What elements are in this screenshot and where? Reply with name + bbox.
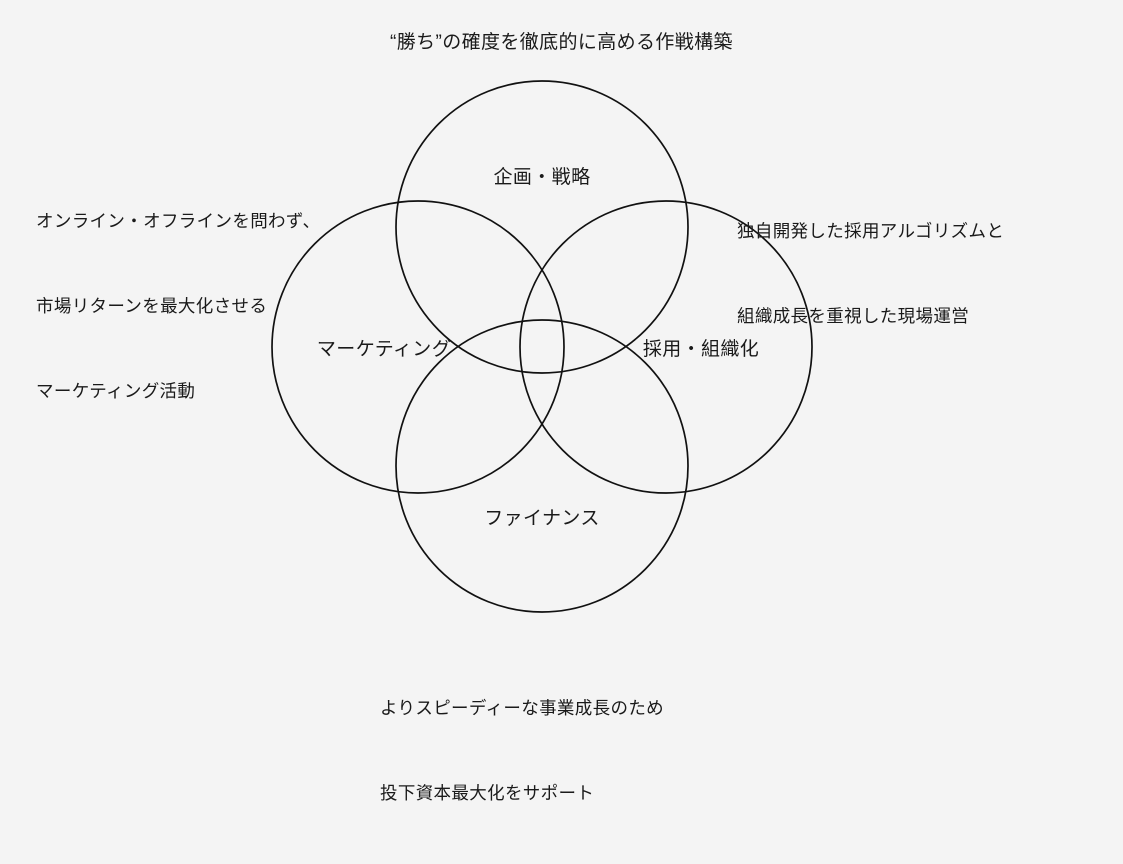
circle-planning-strategy bbox=[395, 80, 689, 374]
circle-finance bbox=[395, 319, 689, 613]
circle-recruiting-organization bbox=[519, 200, 813, 494]
venn-circles-group bbox=[271, 80, 813, 613]
annotation-finance: よりスピーディーな事業成長のため 投下資本最大化をサポート bbox=[380, 637, 664, 864]
diagram-title: “勝ち”の確度を徹底的に高める作戦構築 bbox=[390, 32, 733, 53]
annotation-marketing-line-3: マーケティング活動 bbox=[36, 380, 196, 401]
venn-diagram-canvas: “勝ち”の確度を徹底的に高める作戦構築 企画・戦略 マーケティング 採用・組織化… bbox=[36, 32, 1004, 803]
annotation-marketing-line-1: オンライン・オフラインを問わず、 bbox=[36, 210, 321, 231]
annotation-recruiting: 独自開発した採用アルゴリズムと 組織成長を重視した現場運営 bbox=[737, 160, 1004, 387]
annotation-recruiting-line-2: 組織成長を重視した現場運営 bbox=[737, 305, 970, 326]
annotation-finance-line-2: 投下資本最大化をサポート bbox=[380, 782, 595, 803]
circle-label-finance: ファイナンス bbox=[484, 507, 600, 529]
annotation-marketing-line-2: 市場リターンを最大化させる bbox=[36, 295, 268, 316]
annotation-marketing: オンライン・オフラインを問わず、 市場リターンを最大化させる マーケティング活動 bbox=[36, 150, 320, 462]
circle-marketing bbox=[271, 200, 565, 494]
circle-label-recruiting-organization: 採用・組織化 bbox=[642, 338, 760, 360]
annotation-finance-line-1: よりスピーディーな事業成長のため bbox=[380, 697, 665, 718]
annotation-recruiting-line-1: 独自開発した採用アルゴリズムと bbox=[737, 220, 1005, 241]
circle-label-marketing: マーケティング bbox=[316, 338, 452, 360]
circle-label-planning-strategy: 企画・戦略 bbox=[493, 166, 591, 188]
